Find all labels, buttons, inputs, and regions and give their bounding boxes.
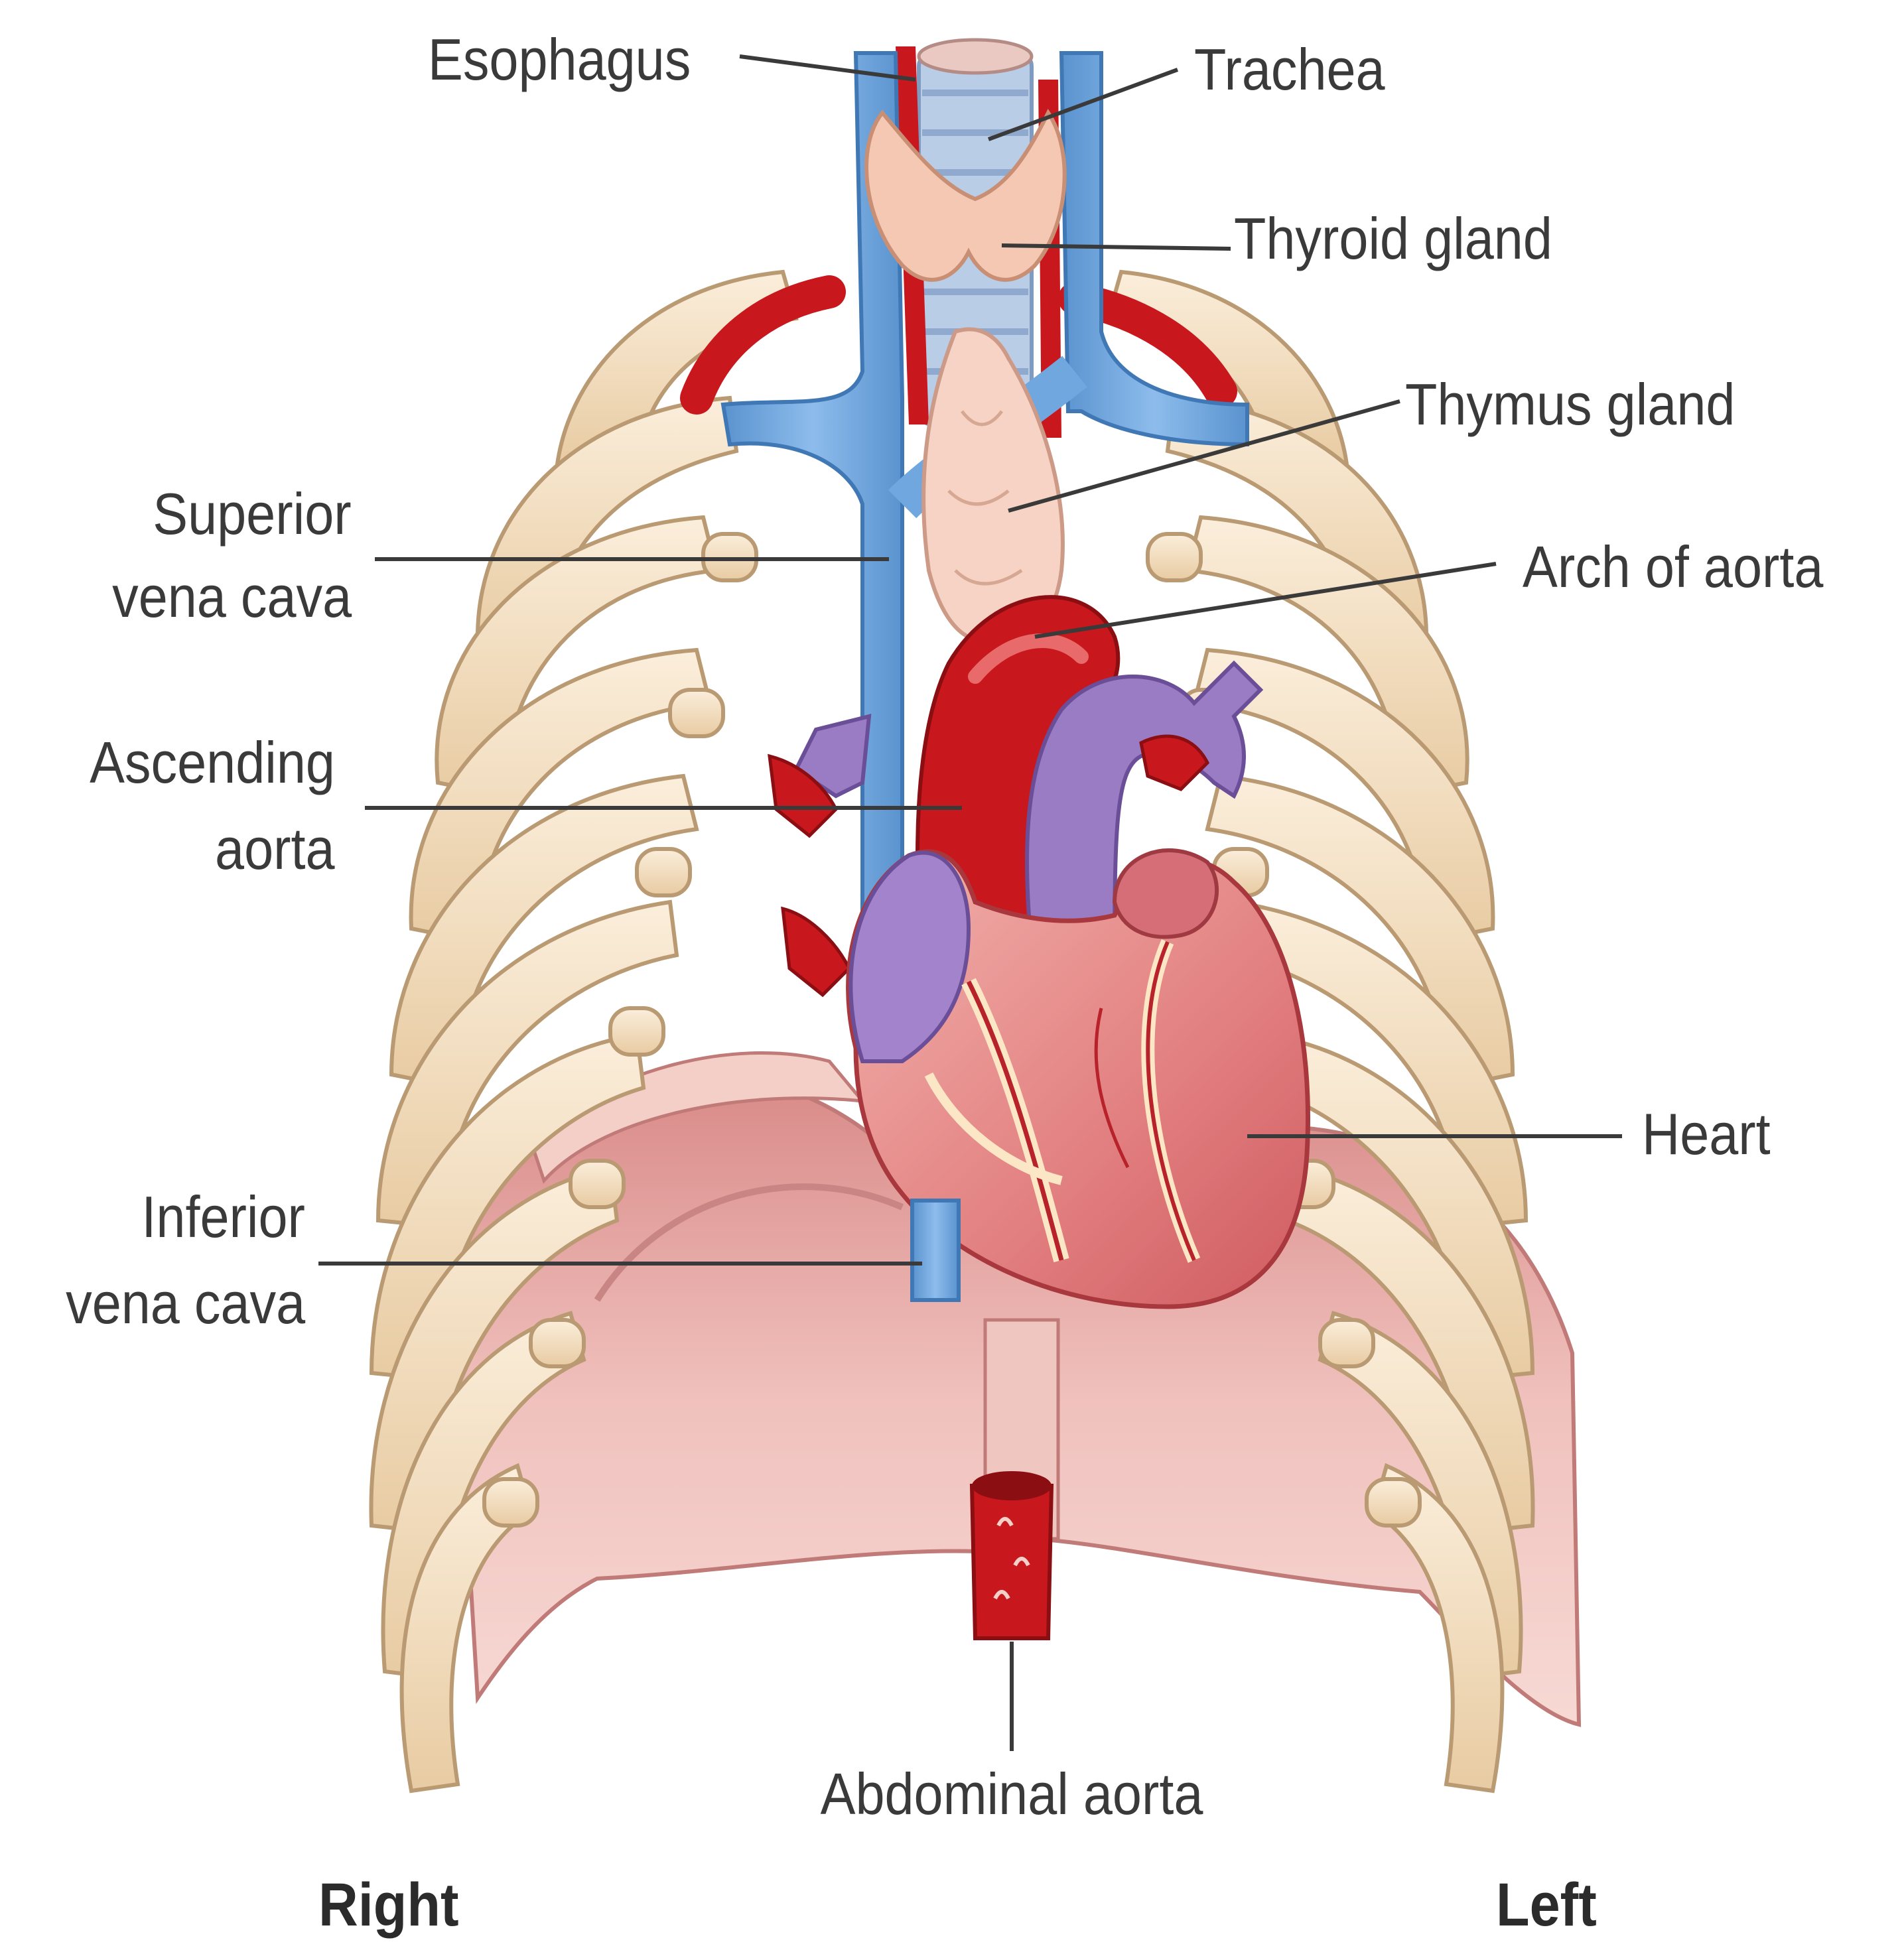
rib-cage [369,269,1535,1793]
label-esophagus: Esophagus [428,27,691,92]
heart [846,848,1310,1309]
pulmonary-vessels [768,734,1210,998]
pulmonary-trunk [793,660,1264,984]
abdominal-aorta [969,1471,1054,1640]
label-right-side: Right [318,1871,459,1939]
label-superior-vena-cava-line1: Superior [153,481,352,547]
label-thymus-gland: Thymus gland [1405,371,1735,437]
label-superior-vena-cava-line2: vena cava [111,564,352,629]
label-left-side: Left [1496,1871,1597,1939]
label-thyroid-gland: Thyroid gland [1234,206,1552,271]
thyroid-gland [864,109,1067,282]
label-ascending-aorta-line1: Ascending [90,730,335,795]
inferior-vena-cava [910,1199,961,1302]
label-ascending-aorta-line2: aorta [215,816,335,881]
label-inferior-vena-cava-line1: Inferior [141,1184,305,1250]
leader-lines [318,54,1622,1751]
label-arch-of-aorta: Arch of aorta [1523,534,1824,600]
label-trachea: Trachea [1194,36,1385,102]
label-abdominal-aorta: Abdominal aorta [820,1761,1203,1827]
label-heart: Heart [1642,1101,1771,1167]
label-inferior-vena-cava-line2: vena cava [65,1270,305,1336]
